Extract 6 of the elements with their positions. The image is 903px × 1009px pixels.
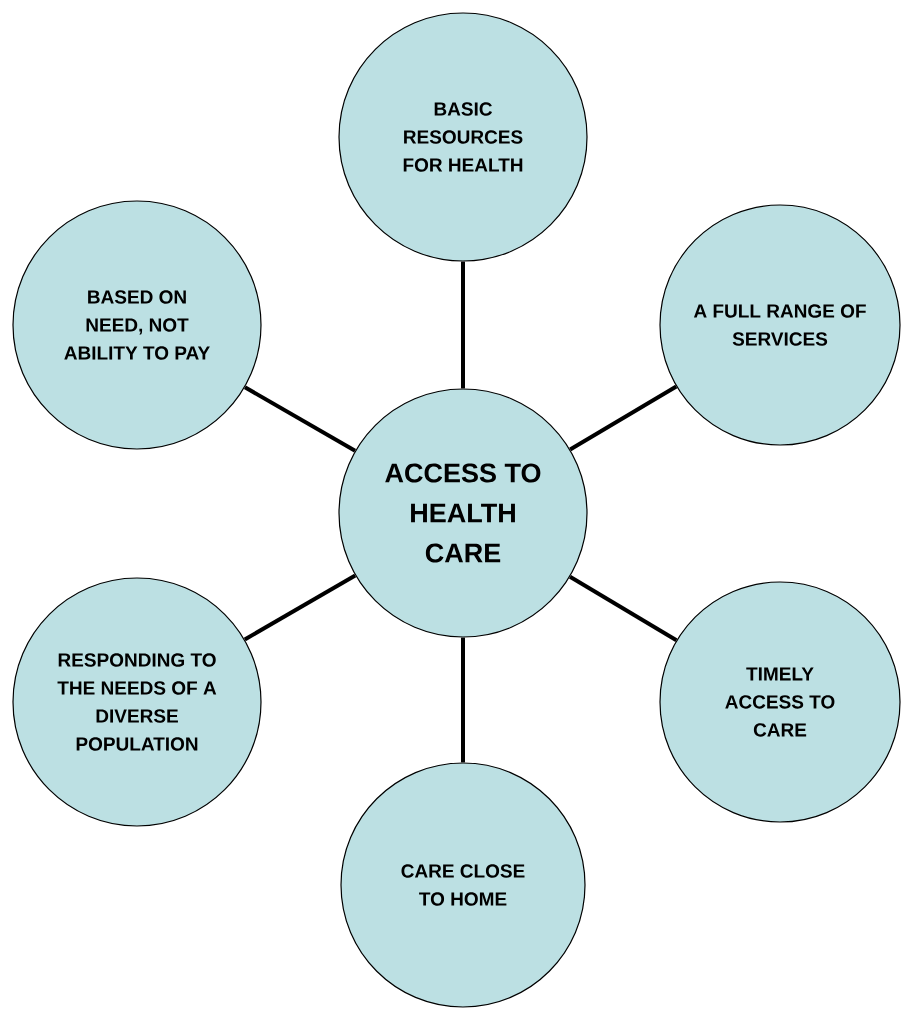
- connector-line: [243, 385, 357, 453]
- connector-line: [569, 575, 678, 642]
- connector-line: [461, 637, 465, 763]
- connector-line: [461, 261, 465, 389]
- connector-line: [569, 384, 678, 452]
- connector-line: [243, 573, 357, 642]
